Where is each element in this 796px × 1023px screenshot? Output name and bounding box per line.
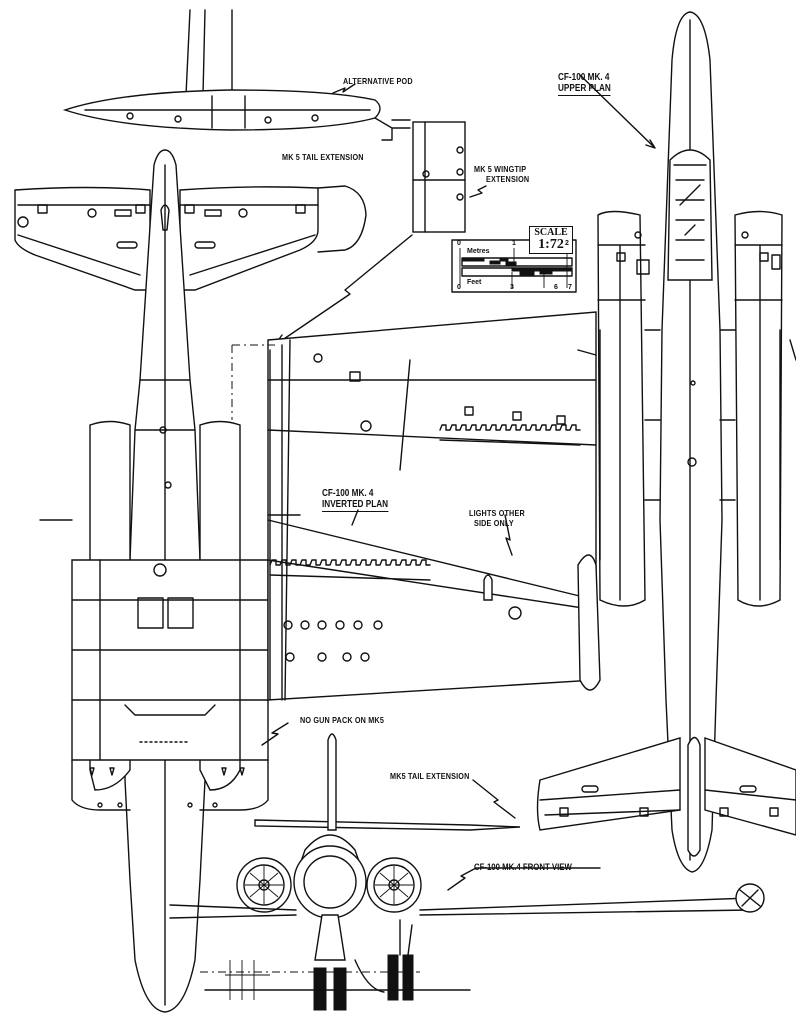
scale-feet-tick-0: 0 [457,284,461,291]
label-lights-1: LIGHTS OTHER [469,508,525,518]
label-alternative-pod: ALTERNATIVE POD [343,76,413,86]
upper-plan-title: CF-100 MK. 4 UPPER PLAN [558,72,611,96]
scale-title: SCALE [534,227,568,238]
scale-feet-tick-3: 3 [510,284,514,291]
label-tail-extension-top: MK 5 TAIL EXTENSION [282,152,364,162]
scale-feet-tick-6: 6 [554,284,558,291]
front-view-title: CF-100 MK.4 FRONT VIEW [474,862,572,873]
front-view-drawing [169,733,765,1011]
upper-plan-title-line2: UPPER PLAN [558,83,611,96]
inverted-plan-title: CF-100 MK. 4 INVERTED PLAN [322,488,389,512]
alternative-pod-drawing [62,9,411,141]
scale-metres-label: Metres [467,248,490,255]
label-lights-2: SIDE ONLY [474,518,514,528]
wingtip-extension-drawing [274,121,487,346]
label-tail-extension-bottom: MK5 TAIL EXTENSION [390,771,470,781]
label-no-gun-pack: NO GUN PACK ON MK5 [300,715,385,725]
label-wingtip-extension-2: EXTENSION [486,174,530,184]
upper-plan-title-line1: CF-100 MK. 4 [558,72,610,83]
scale-feet-tick-7: 7 [568,284,572,291]
upper-plan-drawing [536,11,796,873]
scale-metres-tick-0: 0 [457,240,461,247]
scale-feet-label: Feet [467,279,482,286]
scale-badge: SCALE 1:72 [529,226,573,254]
label-wingtip-extension-1: MK 5 WINGTIP [474,164,527,174]
inverted-plan-title-line2: INVERTED PLAN [322,499,389,512]
inverted-plan-drawing [14,149,601,1013]
scale-ratio: 1:72 [538,237,564,252]
scale-metres-tick-1: 1 [512,240,516,247]
inverted-plan-title-line1: CF-100 MK. 4 [322,488,374,499]
scale-bar [451,239,577,293]
scale-metres-tick-2: 2 [565,240,569,247]
